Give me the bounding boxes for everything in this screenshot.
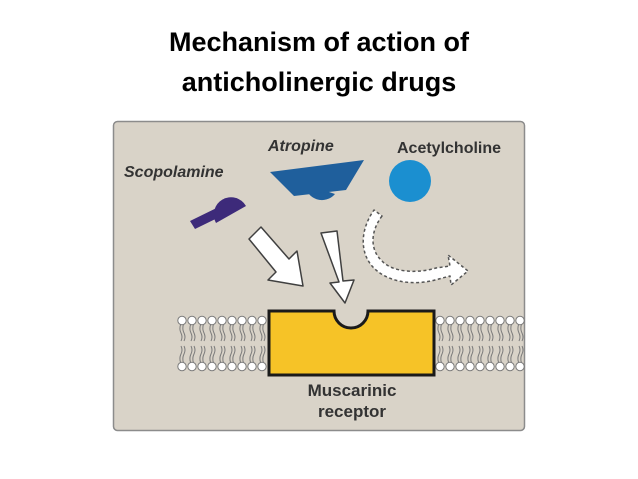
title-line-1: Mechanism of action of <box>168 27 470 57</box>
acetylcholine-dashed-arrow <box>362 209 469 286</box>
receptor-label-line-2: receptor <box>318 402 386 421</box>
scopolamine-molecule <box>190 197 246 229</box>
scopolamine-arrow <box>248 226 304 287</box>
acetylcholine-label: Acetylcholine <box>397 140 501 157</box>
atropine-label: Atropine <box>267 138 334 155</box>
atropine-arrow <box>320 230 355 304</box>
mechanism-figure: Scopolamine Atropine Acetylcholine Musca… <box>112 120 526 432</box>
scopolamine-label: Scopolamine <box>124 164 224 181</box>
slide-title: Mechanism of action of anticholinergic d… <box>0 22 638 102</box>
receptor-label-line-1: Muscarinic <box>308 381 397 400</box>
atropine-molecule <box>270 160 364 201</box>
muscarinic-receptor <box>267 309 436 377</box>
title-line-2: anticholinergic drugs <box>181 67 457 97</box>
acetylcholine-molecule <box>389 160 431 202</box>
